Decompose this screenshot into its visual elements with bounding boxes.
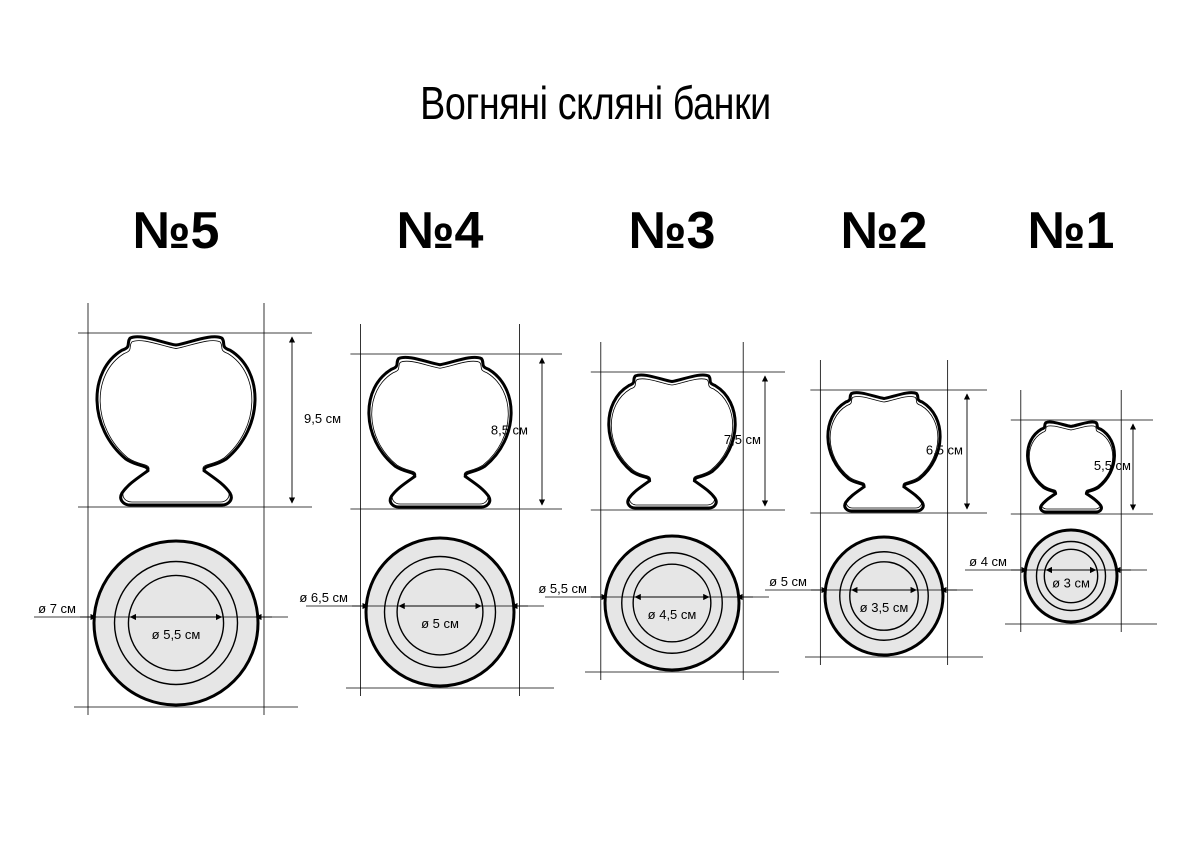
height-label: 7,5 см xyxy=(724,432,761,447)
top-view-ring xyxy=(113,560,239,686)
cup-group-4: №4 8,5 см ø 6,5 см ø 5 см xyxy=(299,202,562,696)
inner-diameter-label: ø 5 см xyxy=(421,616,459,631)
cup-side-view xyxy=(95,335,257,507)
outer-diameter-label: ø 5,5 см xyxy=(538,581,587,596)
cups-layer: №5 9,5 см ø 7 см ø 5,5 см №4 8,5 см ø 6,5 см ø … xyxy=(34,202,1157,715)
page-title: Вогняні скляні банки xyxy=(420,77,771,129)
top-view-outer xyxy=(603,534,741,672)
outer-diameter-label: ø 7 см xyxy=(38,601,76,616)
cup-side-inner-line xyxy=(829,396,939,509)
top-view-inner xyxy=(396,568,484,656)
top-view-outer xyxy=(92,539,260,707)
cup-side-inner-line xyxy=(1028,425,1114,510)
outer-diameter-label: ø 5 см xyxy=(769,574,807,589)
top-view-ring xyxy=(1035,540,1107,612)
cup-side-inner-line xyxy=(99,340,253,503)
cup-number-label: №3 xyxy=(629,202,716,260)
top-view-outer xyxy=(1023,528,1119,624)
inner-diameter-label: ø 4,5 см xyxy=(648,607,697,622)
inner-diameter-label: ø 3,5 см xyxy=(860,600,909,615)
top-view-inner xyxy=(849,561,919,631)
cup-side-inner-line xyxy=(610,378,734,506)
outer-diameter-label: ø 6,5 см xyxy=(299,590,348,605)
cup-number-label: №4 xyxy=(397,202,484,260)
cup-number-label: №1 xyxy=(1028,202,1115,260)
cup-number-label: №2 xyxy=(841,202,928,260)
height-label: 8,5 см xyxy=(491,423,528,438)
cup-group-2: №2 6,5 см ø 5 см ø 3,5 см xyxy=(765,202,987,665)
height-label: 9,5 см xyxy=(304,411,341,426)
inner-diameter-label: ø 3 см xyxy=(1052,576,1090,591)
cup-side-view xyxy=(826,391,942,513)
top-view-ring xyxy=(839,551,929,641)
cup-side-view xyxy=(607,373,737,510)
cup-group-1: №1 5,5 см ø 4 см ø 3 см xyxy=(965,202,1157,632)
cup-number-label: №5 xyxy=(133,202,220,260)
top-view-inner xyxy=(1043,548,1099,604)
cup-group-3: №3 7,5 см ø 5,5 см ø 4,5 см xyxy=(538,202,785,680)
top-view-outer xyxy=(364,536,516,688)
cup-side-view xyxy=(1026,420,1116,514)
cup-side-inner-line xyxy=(371,360,509,505)
height-label: 5,5 см xyxy=(1094,458,1131,473)
height-label: 6,5 см xyxy=(926,443,963,458)
cup-side-view xyxy=(367,355,513,509)
top-view-ring xyxy=(621,552,723,654)
inner-diameter-label: ø 5,5 см xyxy=(152,627,201,642)
top-view-inner xyxy=(127,574,225,672)
outer-diameter-label: ø 4 см xyxy=(969,554,1007,569)
top-view-inner xyxy=(632,563,712,643)
top-view-ring xyxy=(383,555,497,669)
cup-group-5: №5 9,5 см ø 7 см ø 5,5 см xyxy=(34,202,341,715)
top-view-outer xyxy=(823,535,945,657)
